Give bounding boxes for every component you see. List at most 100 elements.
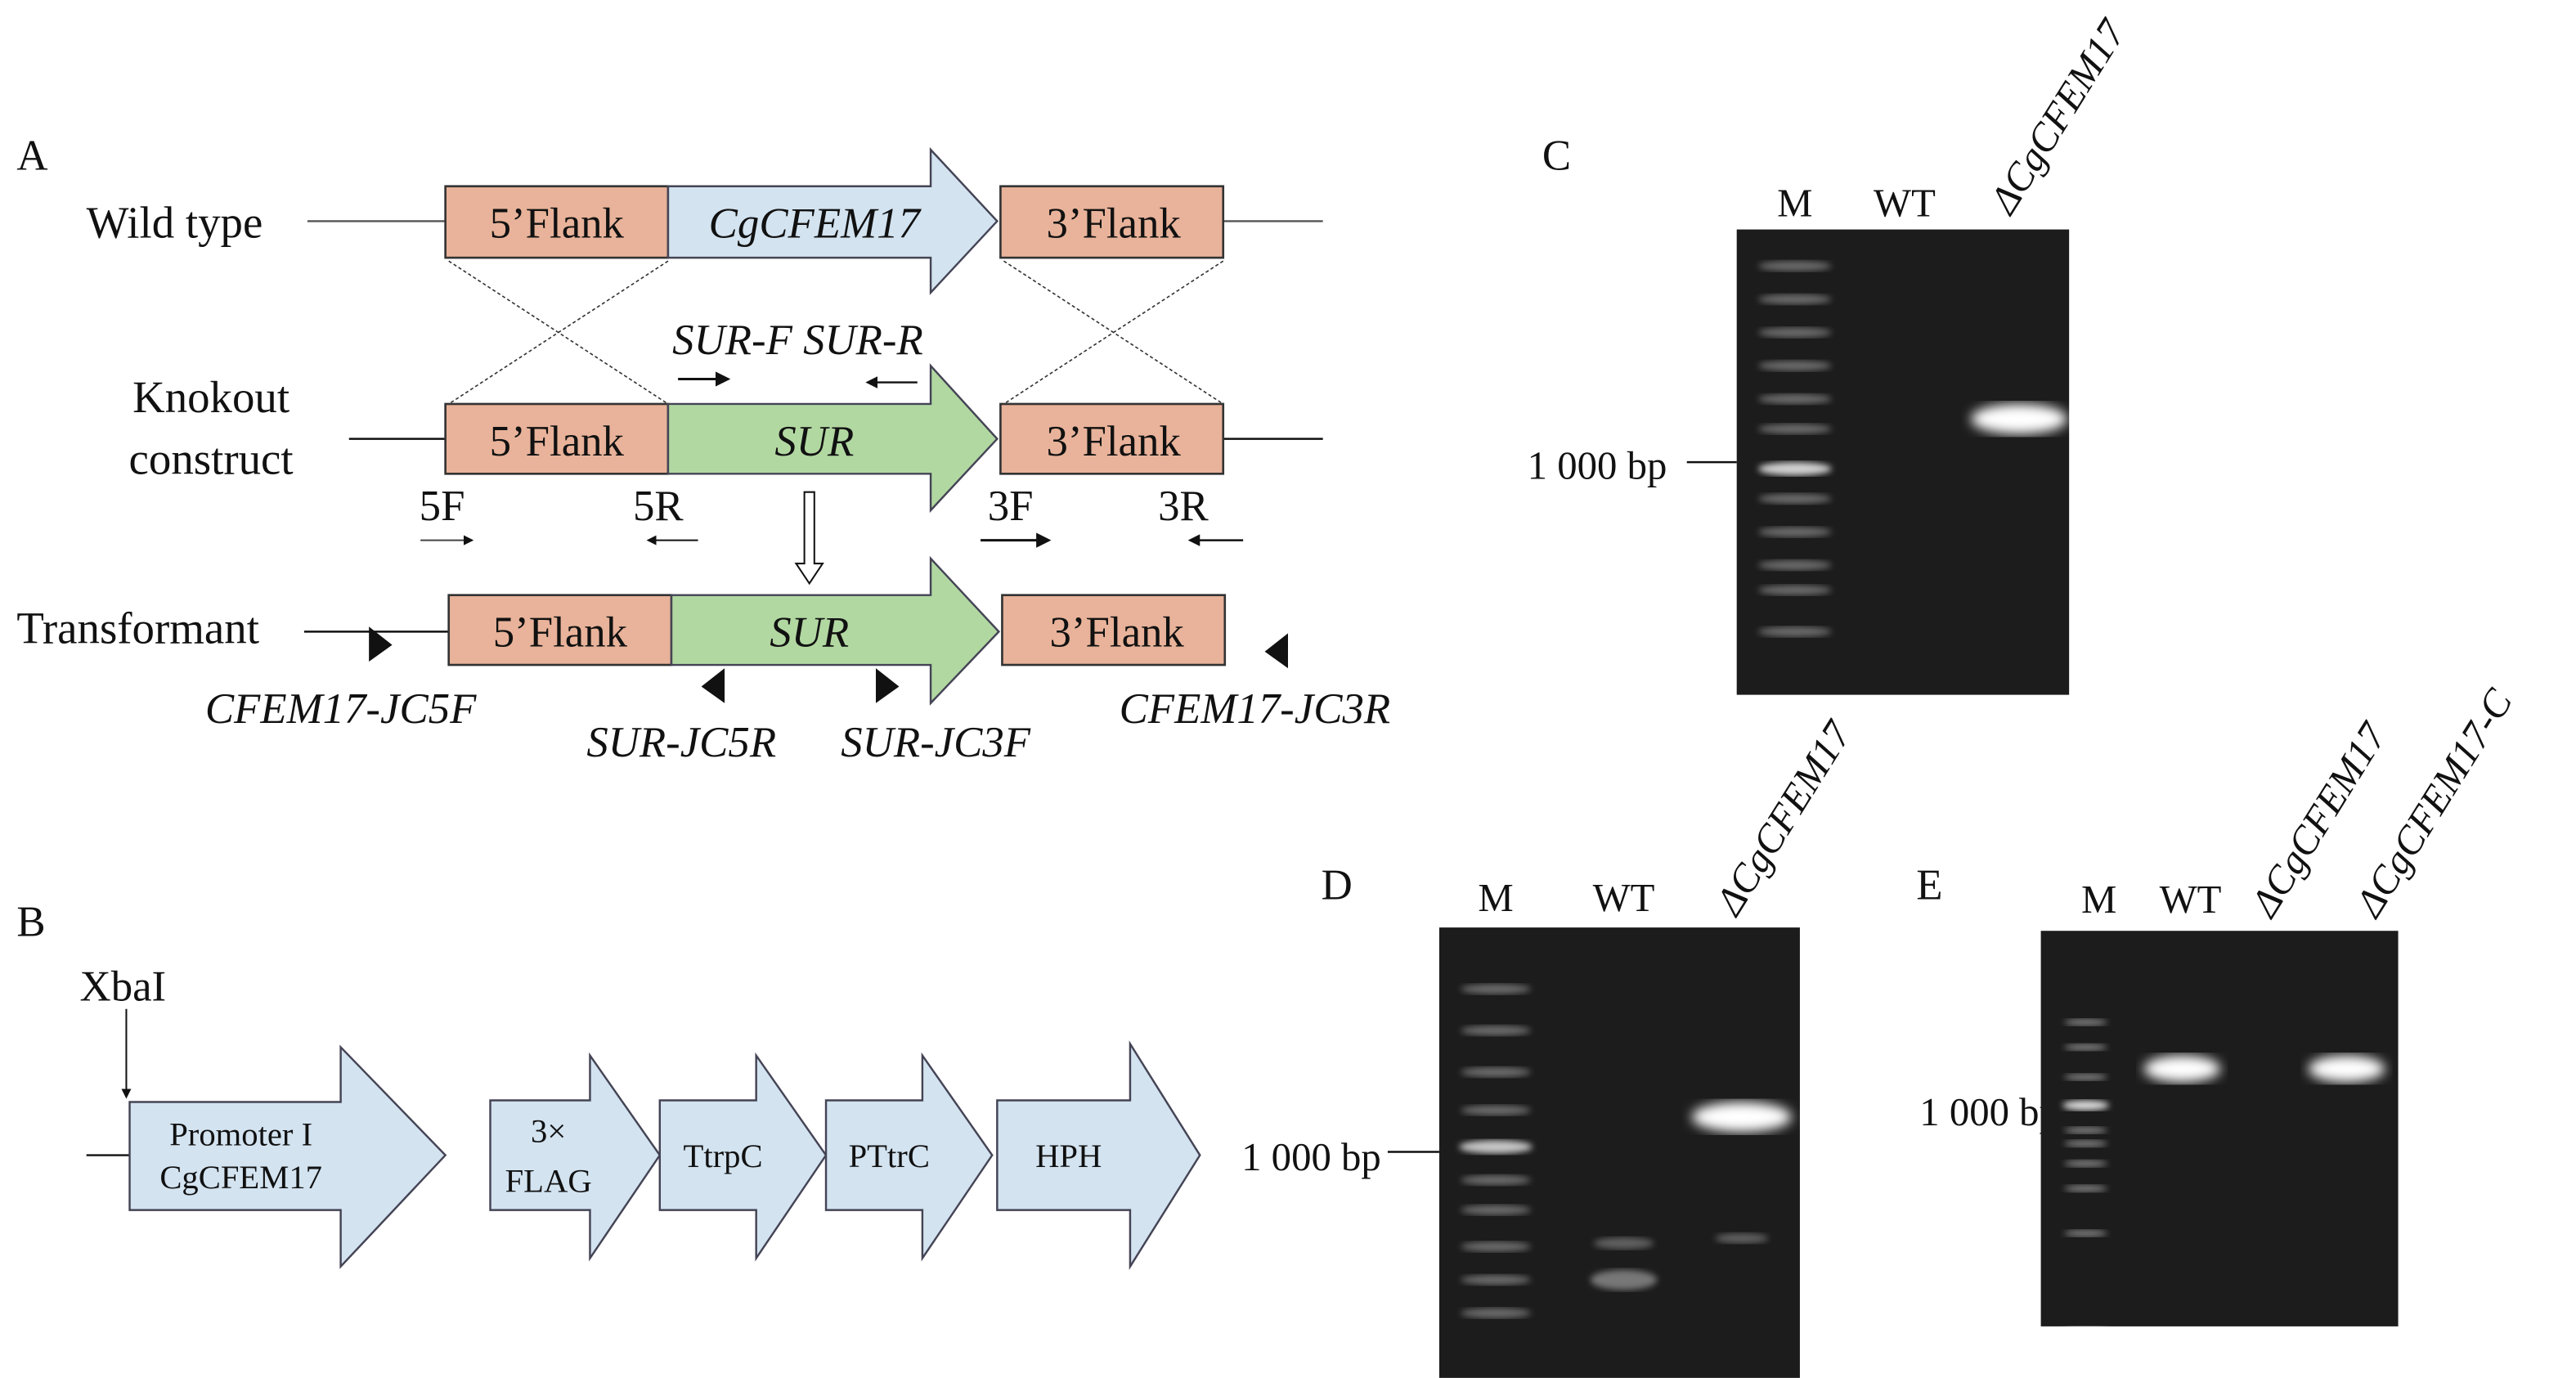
gel-band: [2064, 1044, 2107, 1051]
gel-band: [2064, 1160, 2107, 1167]
gel-band: [1758, 424, 1832, 434]
gel-image-c: [1736, 229, 2070, 695]
gel-band: [1758, 462, 1832, 476]
gel-band: [2062, 1100, 2109, 1111]
jc5f-label: CFEM17-JC5F: [205, 685, 477, 733]
tf-5flank-label: 5’Flank: [493, 609, 628, 657]
jc5f-primer-triangle-icon: [369, 626, 393, 662]
gel-band: [1461, 1308, 1531, 1318]
ko-3flank-label: 3’Flank: [1046, 418, 1181, 465]
gel-band: [1758, 393, 1832, 404]
primer-3f-label: 3F: [988, 483, 1034, 530]
lane-label-m: M: [1777, 181, 1812, 225]
gel-band: [1758, 560, 1832, 571]
gel-band: [1971, 403, 2068, 434]
primer-3r-label: 3R: [1158, 483, 1209, 530]
panel-a: A Wild type 5’Flank CgCFEM17 3’Flank SUR…: [16, 132, 1390, 765]
primer-5f-label: 5F: [420, 483, 465, 530]
gel-band: [1758, 626, 1832, 637]
panel-e: E M WT ΔCgCFEM17 ΔCgCFEM17-C 1 000 bp: [1916, 681, 2521, 1333]
gel-band: [1461, 1174, 1531, 1186]
gel-band: [2064, 1140, 2107, 1147]
xbai-site-label: XbaI: [80, 963, 167, 1011]
jc5r-primer-triangle-icon: [701, 668, 725, 703]
primer-5r-label: 5R: [633, 483, 684, 530]
recombination-crossover: [448, 260, 1224, 405]
panel-letter-e: E: [1916, 862, 1942, 909]
transformant-label: Transformant: [16, 604, 259, 653]
gel-band: [1593, 1237, 1654, 1250]
gel-band: [1758, 493, 1832, 504]
gel-band: [1758, 294, 1832, 305]
gel-band: [1758, 361, 1832, 371]
promoter-label-2: CgCFEM17: [159, 1159, 322, 1196]
jc3f-primer-triangle-icon: [876, 668, 900, 703]
ko-sur-arrow: [666, 363, 999, 514]
wild-type-label: Wild type: [87, 198, 263, 248]
ttrpc-label: TtrpC: [684, 1138, 763, 1174]
panel-letter-b: B: [16, 898, 45, 945]
jc3r-label: CFEM17-JC3R: [1120, 685, 1391, 733]
promoter-arrow: [128, 1044, 447, 1269]
tf-3flank-label: 3’Flank: [1050, 609, 1185, 657]
panel-letter-c: C: [1542, 132, 1571, 179]
panel-d: D M WT ΔCgCFEM17 1 000 bp: [1241, 711, 1861, 1378]
jc3r-primer-triangle-icon: [1264, 633, 1288, 669]
transformation-down-arrow-icon: [794, 491, 824, 586]
gel-band: [1590, 1269, 1658, 1290]
lane-label-wt: WT: [1593, 876, 1655, 920]
gel-band: [1461, 1205, 1531, 1215]
gel-band: [1758, 327, 1832, 338]
tf-5flank-box: [447, 594, 673, 667]
flag-label-1: 3×: [531, 1112, 566, 1149]
panel-letter-d: D: [1322, 862, 1353, 909]
lane-label-mutant: ΔCgCFEM17: [1706, 711, 1861, 923]
gel-band: [1758, 527, 1832, 537]
gel-band: [1459, 1140, 1533, 1154]
gel-band: [1758, 261, 1832, 272]
gel-band: [2064, 1230, 2107, 1237]
panel-b: B XbaI Promoter I CgCFEM17 3× FLAG TtrpC…: [16, 898, 1201, 1270]
wt-gene-label: CgCFEM17: [709, 200, 922, 248]
gel-band: [2143, 1055, 2221, 1083]
gel-band: [1758, 585, 1832, 595]
pttrc-arrow: [824, 1052, 994, 1262]
promoter-label-1: Promoter I: [169, 1115, 312, 1152]
wt-5flank-box: [444, 185, 670, 259]
gel-band: [2064, 1073, 2107, 1081]
wt-3flank-label: 3’Flank: [1046, 200, 1181, 248]
lane-label-wt: WT: [1874, 181, 1936, 225]
jc3f-label: SUR-JC3F: [841, 719, 1031, 766]
wt-3flank-box: [999, 185, 1225, 259]
gel-band: [2064, 1018, 2107, 1026]
lane-label-wt: WT: [2160, 878, 2222, 922]
gel-band: [1461, 1066, 1531, 1078]
flag-arrow: [489, 1052, 662, 1262]
gel-band: [2308, 1055, 2385, 1083]
marker-size-label: 1 000 bp: [1241, 1135, 1381, 1179]
marker-size-label: 1 000 bp: [1528, 443, 1667, 487]
gel-band: [1461, 1241, 1531, 1252]
gel-band: [2064, 1326, 2107, 1333]
tf-sur-arrow: [670, 555, 1001, 706]
sur-primers-label: SUR-F SUR-R: [672, 316, 923, 364]
tf-3flank-box: [1001, 594, 1227, 667]
wt-5flank-label: 5’Flank: [490, 200, 625, 248]
ko-5flank-label: 5’Flank: [490, 418, 625, 465]
hph-label: HPH: [1035, 1138, 1102, 1174]
lane-label-complemented: ΔCgCFEM17-C: [2346, 681, 2521, 926]
ko-5flank-box: [444, 402, 670, 475]
gel-band: [1691, 1102, 1792, 1133]
hph-arrow: [996, 1040, 1201, 1270]
knockout-label-1: Knokout: [132, 372, 289, 422]
lane-label-mutant: ΔCgCFEM17: [1981, 11, 2136, 222]
flag-label-2: FLAG: [505, 1162, 592, 1199]
gel-band: [1461, 984, 1531, 994]
gel-band: [1461, 1105, 1531, 1115]
marker-size-label: 1 000 bp: [1919, 1090, 2059, 1134]
gel-band: [2064, 1185, 2107, 1192]
ko-3flank-box: [999, 402, 1225, 475]
jc5r-label: SUR-JC5R: [586, 719, 776, 766]
wt-gene-arrow: [666, 146, 999, 295]
